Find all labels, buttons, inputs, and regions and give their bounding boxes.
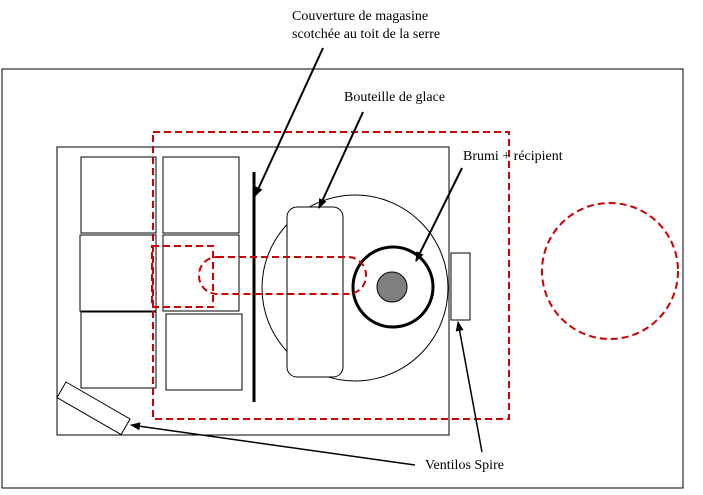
side-fan bbox=[450, 252, 471, 321]
pot-5 bbox=[80, 311, 157, 389]
label-cover-line2: scotchée au toit de la serre bbox=[292, 27, 440, 42]
ice-bottle bbox=[286, 206, 344, 378]
pot-1 bbox=[80, 156, 157, 234]
fan-circle bbox=[261, 194, 449, 382]
bottom-fan bbox=[56, 381, 131, 436]
outer-frame bbox=[1, 68, 684, 489]
arrow-cover bbox=[254, 47, 324, 197]
pot-3 bbox=[79, 234, 157, 312]
grow-tent bbox=[56, 146, 450, 436]
arrow-mister bbox=[415, 167, 463, 262]
arrow-fan-bottom bbox=[130, 422, 416, 466]
arrow-fan-side bbox=[455, 321, 483, 453]
arrow-ice-bottle bbox=[318, 111, 364, 209]
pot-6 bbox=[165, 313, 243, 391]
label-mister: Brumi + récipient bbox=[463, 149, 563, 164]
mister-core bbox=[376, 271, 408, 303]
dashed-light-area bbox=[152, 131, 510, 420]
pot-2 bbox=[162, 156, 240, 234]
label-ice-bottle: Bouteille de glace bbox=[344, 90, 445, 105]
label-cover-line1: Couverture de magasine bbox=[292, 9, 428, 24]
dashed-small-rect bbox=[151, 245, 214, 308]
label-fans: Ventilos Spire bbox=[425, 458, 504, 473]
dashed-outside-circle bbox=[541, 202, 679, 340]
mister-container bbox=[351, 245, 435, 329]
dashed-duct bbox=[198, 256, 367, 295]
pot-4 bbox=[162, 234, 240, 312]
